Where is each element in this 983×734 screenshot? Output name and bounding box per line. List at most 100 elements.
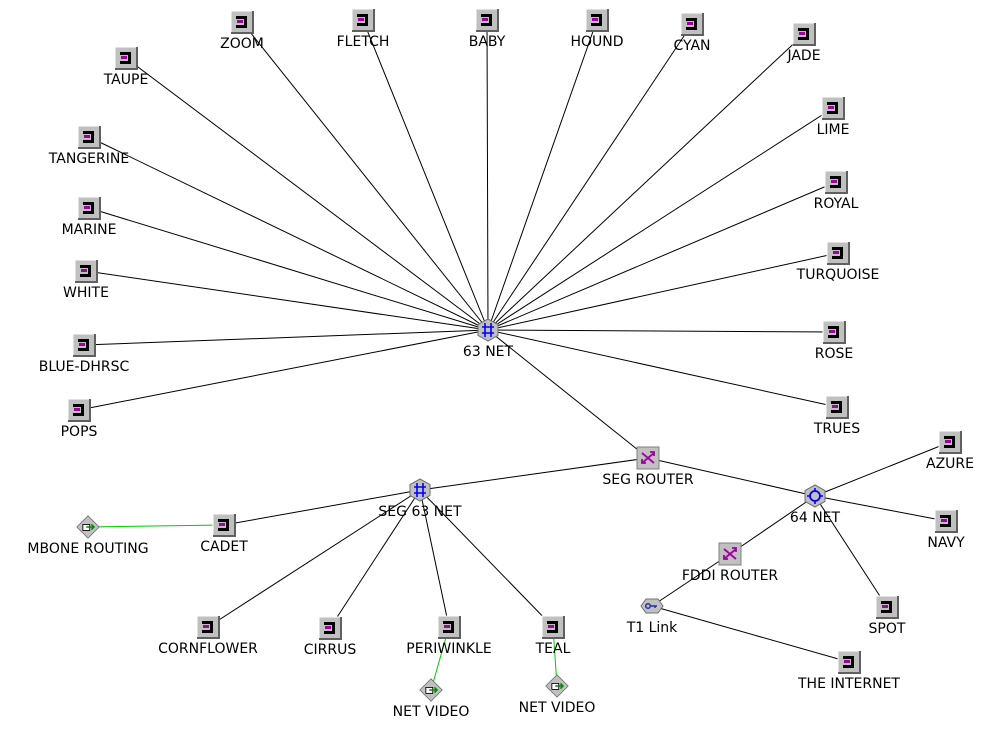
link-net63-baby <box>486 19 489 331</box>
link-net64-fddirouter <box>729 495 816 555</box>
workstation-icon <box>437 615 461 639</box>
workstation-icon <box>822 320 846 344</box>
ring-hub-icon <box>803 484 827 508</box>
node-label: 64 NET <box>789 510 841 526</box>
node-label: 63 NET <box>462 344 514 360</box>
workstation-icon <box>318 616 342 640</box>
link-net63-turquoise <box>487 252 839 331</box>
node-label: SEG ROUTER <box>602 472 694 488</box>
link-seg63-cadet <box>223 489 421 526</box>
workstation-icon <box>826 241 850 265</box>
node-label: TANGERINE <box>48 151 130 167</box>
link-net64-navy <box>814 495 947 522</box>
link-net63-fletch <box>362 19 489 331</box>
node-label: TAUPE <box>103 72 149 88</box>
workstation-icon <box>824 170 848 194</box>
workstation-icon <box>77 196 101 220</box>
node-label: LIME <box>816 122 850 138</box>
link-net63-taupe <box>125 57 489 331</box>
workstation-icon <box>230 10 254 34</box>
node-label: ZOOM <box>220 36 264 52</box>
workstation-icon <box>680 12 704 36</box>
workstation-icon <box>821 96 845 120</box>
node-label: CADET <box>200 539 248 555</box>
node-label: JADE <box>787 48 821 64</box>
link-net63-royal <box>487 181 837 331</box>
node-label: FLETCH <box>336 34 390 50</box>
link-seg63-cornflower <box>207 489 421 628</box>
node-label: FDDI ROUTER <box>681 568 779 584</box>
link-net63-zoom <box>241 21 489 331</box>
node-label: BABY <box>468 34 506 50</box>
node-label: NAVY <box>927 535 965 551</box>
node-label: WHITE <box>63 285 109 301</box>
link-net63-segrouter <box>487 329 649 459</box>
node-label: MBONE ROUTING <box>27 541 149 557</box>
node-label: HOUND <box>570 34 624 50</box>
node-label: NET VIDEO <box>518 700 596 716</box>
node-label: TURQUOISE <box>796 267 880 283</box>
link-icon <box>640 594 664 618</box>
node-label: ROYAL <box>813 196 859 212</box>
node-label: TRUES <box>813 421 861 437</box>
link-net63-pops <box>78 329 489 411</box>
link-segrouter-net64 <box>647 457 816 497</box>
node-label: AZURE <box>926 456 974 472</box>
node-label: POPS <box>60 424 98 440</box>
workstation-icon <box>72 333 96 357</box>
link-net63-cyan <box>487 23 693 331</box>
link-net63-jade <box>487 33 805 331</box>
link-fddirouter-t1link <box>651 553 731 607</box>
link-net63-blue <box>83 329 489 346</box>
workstation-icon <box>212 513 236 537</box>
link-net63-lime <box>487 107 834 331</box>
node-label: BLUE-DHRSC <box>38 359 130 375</box>
link-net63-rose <box>487 329 835 333</box>
workstation-icon <box>792 22 816 46</box>
link-net64-azure <box>814 441 951 497</box>
node-label: CORNFLOWER <box>158 641 258 657</box>
link-net63-trues <box>487 329 838 408</box>
link-net64-spot <box>814 495 888 608</box>
node-label: PERIWINKLE <box>406 641 492 657</box>
workstation-icon <box>837 650 861 674</box>
workstation-icon <box>825 395 849 419</box>
router-icon <box>636 446 660 470</box>
hub-icon <box>476 318 500 342</box>
node-label: ROSE <box>814 346 854 362</box>
node-label: SPOT <box>868 621 906 637</box>
link-t1link-internet <box>651 605 850 663</box>
node-label: MARINE <box>61 222 117 238</box>
node-label: NET VIDEO <box>392 704 470 720</box>
workstation-icon <box>77 125 101 149</box>
workstation-icon <box>114 46 138 70</box>
workstation-icon <box>351 8 375 32</box>
workstation-icon <box>196 615 220 639</box>
workstation-icon <box>934 509 958 533</box>
workstation-icon <box>585 8 609 32</box>
link-net63-hound <box>487 19 598 331</box>
node-label: T1 Link <box>626 620 678 636</box>
workstation-icon <box>74 259 98 283</box>
node-label: THE INTERNET <box>798 676 900 692</box>
router-icon <box>718 542 742 566</box>
workstation-icon <box>67 398 91 422</box>
multicast-icon <box>545 674 569 698</box>
node-label: CIRRUS <box>303 642 357 658</box>
hub-icon <box>408 478 432 502</box>
multicast-icon <box>419 678 443 702</box>
workstation-icon <box>938 430 962 454</box>
link-segrouter-seg63 <box>419 457 649 491</box>
node-label: TEAL <box>535 641 571 657</box>
link-net63-white <box>85 270 489 331</box>
node-label: CYAN <box>673 38 711 54</box>
link-net63-marine <box>88 207 489 331</box>
workstation-icon <box>541 615 565 639</box>
link-seg63-periwinkle <box>419 489 450 628</box>
link-cadet-mbone <box>87 524 225 528</box>
link-seg63-teal <box>419 489 554 628</box>
multicast-icon <box>76 515 100 539</box>
workstation-icon <box>875 595 899 619</box>
